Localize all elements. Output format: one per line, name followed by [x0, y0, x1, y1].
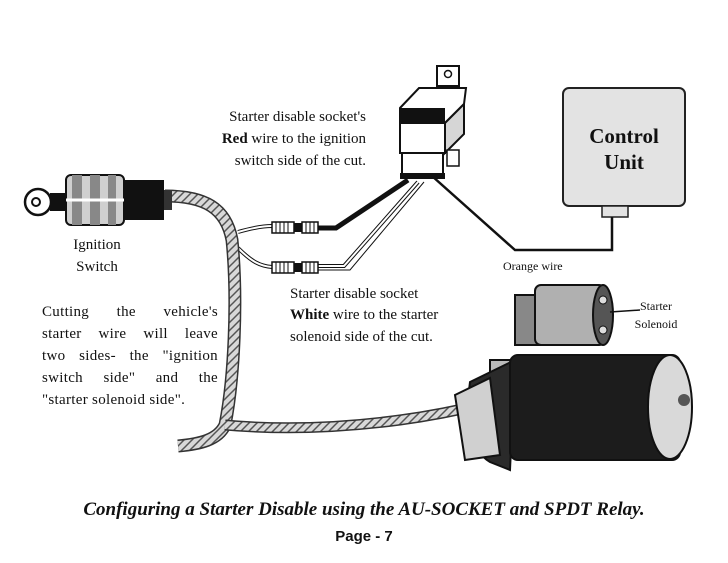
- cutting-note-line2: starter wire will leave: [42, 326, 218, 342]
- solenoid-side-connector: [236, 246, 319, 274]
- orange-wire-label: Orange wire: [503, 259, 563, 273]
- control-unit: [562, 87, 686, 218]
- solenoid-label-line1: Starter: [640, 299, 672, 313]
- red-socket-label-line2: Red wire to the ignition: [160, 130, 366, 149]
- red-word: Red: [221, 131, 248, 147]
- control-unit-label-line1: Control: [589, 124, 659, 148]
- figure-caption: Configuring a Starter Disable using the …: [83, 499, 645, 520]
- cutting-note-line1: Cutting the vehicle's: [42, 304, 218, 320]
- white-socket-label-line2-rest: wire to the starter: [329, 307, 439, 323]
- solenoid-label-line2: Solenoid: [634, 317, 678, 331]
- page-number: Page - 7: [335, 528, 393, 545]
- control-unit-label-line2: Unit: [604, 150, 644, 174]
- red-socket-label-line3: switch side of the cut.: [234, 153, 366, 169]
- white-socket-label-line2: White wire to the starter: [290, 306, 438, 325]
- white-socket-wire: [318, 180, 420, 268]
- spdt-relay: [399, 65, 468, 179]
- ignition-label-line1: Ignition: [73, 237, 121, 253]
- red-socket-label-line1: Starter disable socket's: [229, 109, 366, 125]
- ignition-label-line2: Switch: [76, 259, 118, 275]
- starter-motor: [453, 354, 693, 472]
- red-socket-label-line2-rest: wire to the ignition: [247, 131, 366, 147]
- ignition-switch: [23, 174, 172, 226]
- white-socket-label-line1: Starter disable socket: [290, 286, 419, 302]
- ignition-side-connector: [237, 221, 319, 234]
- orange-wire: [431, 175, 614, 252]
- starter-solenoid: [514, 284, 641, 346]
- red-socket-wire: [318, 177, 410, 231]
- cutting-note-line4: switch side" and the: [42, 370, 218, 386]
- white-word: White: [290, 307, 330, 323]
- cutting-note-line5: "starter solenoid side".: [42, 392, 186, 408]
- white-socket-label-line3: solenoid side of the cut.: [290, 329, 433, 345]
- cutting-note-line3: two sides- the "ignition: [42, 348, 218, 364]
